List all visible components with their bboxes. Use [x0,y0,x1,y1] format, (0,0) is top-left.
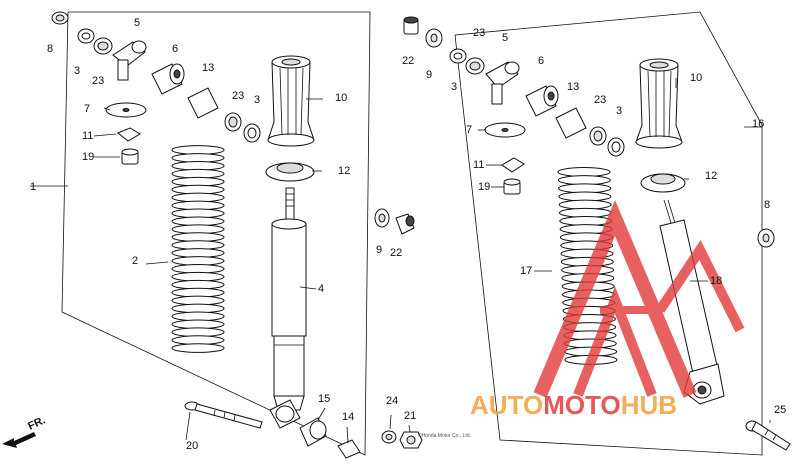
callout-leaders [30,78,771,444]
leader-line [317,407,326,421]
part-21-nut [399,431,423,449]
part-14-sleeve [337,439,361,459]
leader-line [185,411,191,441]
part-13-sleeve [187,87,219,119]
left-callout-11: 11 [82,130,93,142]
leader-line [103,107,111,111]
left-callout-23b: 23 [232,90,244,102]
right-callout-25: 25 [774,404,786,416]
right-callout-7: 7 [466,124,472,136]
part-20-bolt [184,401,263,429]
part-5-collar [112,40,147,81]
right-callout-6: 6 [538,55,544,67]
left-callout-8: 8 [47,43,53,55]
part-15-bushing [269,399,301,429]
leader-line [299,286,317,290]
left-callout-24: 24 [386,395,398,407]
left-callout-5: 5 [134,17,140,29]
watermark-logo [533,200,745,398]
part-15-bushing-b [299,417,327,447]
right-callout-11: 11 [473,159,484,171]
watermark-part-moto: MOTO [543,390,621,420]
right-callout-3a: 3 [451,81,457,93]
right-callout-16: 16 [752,118,764,130]
right-callout-9: 9 [426,69,432,81]
left-callout-20: 20 [186,440,198,452]
left-callout-9: 9 [376,244,382,256]
part-22-nut [395,213,415,235]
left-callout-3b: 3 [254,94,260,106]
r-part-10-boot [635,58,683,149]
part-2-spring [171,145,225,353]
r-part-13-sleeve [555,107,587,139]
left-callout-13: 13 [202,62,214,74]
left-callout-15: 15 [318,393,330,405]
right-callout-23a: 23 [473,27,485,39]
left-callout-6: 6 [172,43,178,55]
copyright-text: ©Honda Motor Co., Ltd. [418,432,471,439]
part-19-nut [121,148,139,165]
leader-line [408,424,411,433]
part-10-boot [267,55,315,147]
part-4-damper [271,187,307,411]
part-6-bushing [151,63,185,95]
left-callout-10: 10 [335,92,347,104]
part-11-stopper [117,127,141,142]
r-part-22-nut [403,16,419,35]
watermark-part-hub: HUB [621,390,677,420]
left-callout-19: 19 [82,151,94,163]
watermark-part-auto: AUTO [470,390,543,420]
left-callout-3a: 3 [74,65,80,77]
leader-line [93,133,117,137]
front-direction-arrow [2,432,36,448]
leader-line [145,261,169,265]
r-part-18-damper [659,199,725,405]
r-part-19-nut [503,178,521,195]
right-callout-22: 22 [402,55,414,67]
leader-line [389,414,392,430]
right-callout-8: 8 [764,199,770,211]
left-callout-12: 12 [338,165,350,177]
left-callout-21: 21 [404,410,416,422]
left-callout-1: 1 [30,181,36,193]
right-callout-5: 5 [502,32,508,44]
part-12-spring-seat [265,162,315,182]
right-callout-19: 19 [478,181,490,193]
left-callout-7: 7 [84,103,90,115]
left-callout-23a: 23 [92,75,104,87]
right-callout-18: 18 [710,275,722,287]
right-callout-17: 17 [520,265,532,277]
r-part-6-bushing [525,85,559,117]
assembly-1-outline [61,11,371,456]
r-part-25-bolt [745,420,791,451]
left-callout-22: 22 [390,247,402,259]
right-callout-12: 12 [705,170,717,182]
right-callout-10: 10 [690,72,702,84]
left-callout-4: 4 [318,283,324,295]
right-callout-13: 13 [567,81,579,93]
right-callout-23b: 23 [594,94,606,106]
right-callout-3b: 3 [616,105,622,117]
watermark-text: AUTOMOTOHUB [470,390,677,420]
assembly-16-outline [454,11,763,456]
left-callout-14: 14 [342,411,354,423]
leader-line [346,426,349,444]
r-part-12-spring-seat [640,173,686,193]
left-callout-2: 2 [132,255,138,267]
r-part-11-stopper [501,157,525,173]
front-direction-label: FR. [26,414,47,432]
r-part-5-collar [485,61,520,105]
